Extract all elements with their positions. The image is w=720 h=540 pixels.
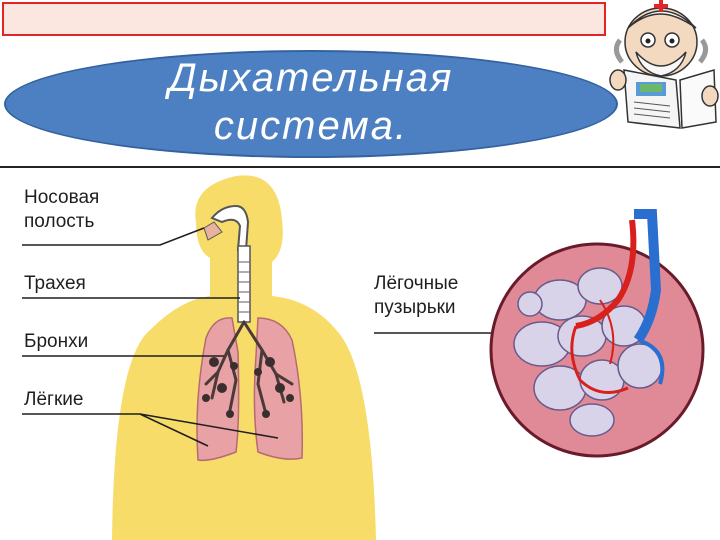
top-banner-bar — [2, 2, 606, 36]
label-bronchi: Бронхи — [24, 331, 89, 352]
title-line-1: Дыхательная — [168, 56, 454, 100]
label-alveoli: Лёгочные пузырьки — [374, 273, 459, 318]
doctor-reading-newspaper-illustration — [609, 0, 719, 129]
label-nasal-cavity: Носовая полость — [24, 187, 100, 232]
title-oval — [4, 50, 618, 158]
title-line-2: система. — [213, 104, 409, 148]
label-lungs: Лёгкие — [24, 389, 84, 410]
respiratory-system-illustration — [22, 175, 705, 540]
slide-title: Дыхательная система. — [4, 54, 618, 150]
divider-line — [0, 166, 720, 168]
label-trachea: Трахея — [24, 273, 86, 294]
